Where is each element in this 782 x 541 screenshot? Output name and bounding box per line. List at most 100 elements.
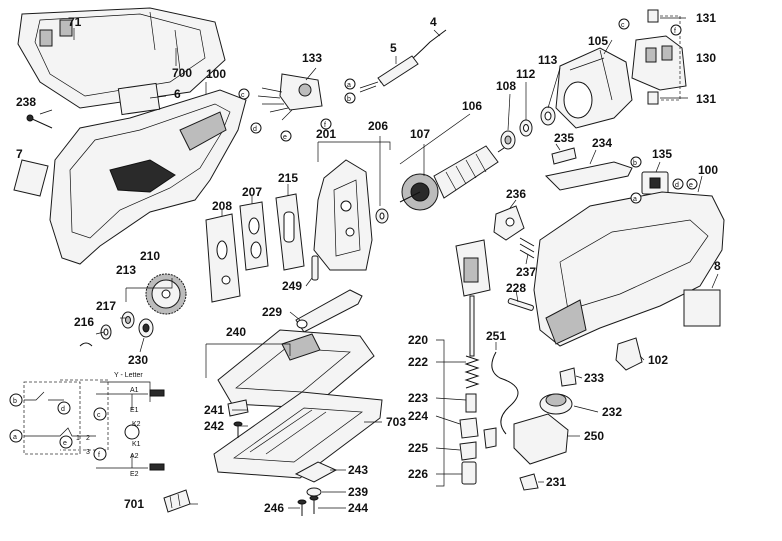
part-label-5: 5 xyxy=(390,41,397,55)
part-label-231: 231 xyxy=(546,475,566,489)
letter-d-switch135: d xyxy=(675,182,679,189)
bearing-108 xyxy=(500,130,516,150)
part-label-131b: 131 xyxy=(696,92,716,106)
label-plate-8 xyxy=(683,289,721,327)
wiring-n3: 3 xyxy=(86,449,90,456)
magnet-233 xyxy=(559,367,577,387)
part-label-240: 240 xyxy=(226,325,246,339)
plate-241 xyxy=(227,399,249,417)
washer-239 xyxy=(306,487,322,497)
letter-d-wiring: d xyxy=(61,406,65,413)
label-plate-6 xyxy=(117,82,161,116)
part-label-208: 208 xyxy=(212,199,232,213)
part-label-232: 232 xyxy=(602,405,622,419)
cover-250 xyxy=(513,413,569,465)
connection-letters: a b c d e f c f b d e a b d c a e f xyxy=(9,18,698,461)
letter-c-wiring: c xyxy=(97,412,101,419)
plunger-guide-220 xyxy=(455,239,491,357)
part-label-235: 235 xyxy=(554,131,574,145)
part-label-243: 243 xyxy=(348,463,368,477)
clip-231 xyxy=(519,473,539,491)
letter-e-wiring: e xyxy=(63,440,67,447)
wiring-diagram xyxy=(23,379,165,471)
part-label-207: 207 xyxy=(242,185,262,199)
washer-206 xyxy=(375,208,389,224)
wiring-k1: K1 xyxy=(132,441,141,448)
roller-236 xyxy=(493,205,525,241)
part-label-237: 237 xyxy=(516,265,536,279)
power-cable-4 xyxy=(359,29,447,93)
part-label-228: 228 xyxy=(506,281,526,295)
part-label-7: 7 xyxy=(16,147,23,161)
carbon-brush-131-bottom xyxy=(647,91,659,105)
part-label-71: 71 xyxy=(68,15,82,29)
letter-e-switch: e xyxy=(283,134,287,141)
part-label-249: 249 xyxy=(282,279,302,293)
sleeve-226 xyxy=(461,461,477,485)
part-label-225: 225 xyxy=(408,441,428,455)
callout-lines xyxy=(39,17,719,509)
splinter-guard-701 xyxy=(163,489,191,513)
part-label-230: 230 xyxy=(128,353,148,367)
dial-232 xyxy=(539,393,573,415)
part-label-241: 241 xyxy=(204,403,224,417)
washer-113 xyxy=(540,106,556,126)
part-label-246: 246 xyxy=(264,501,284,515)
part-label-223: 223 xyxy=(408,391,428,405)
part-label-239: 239 xyxy=(348,485,368,499)
housing-100-right xyxy=(533,191,725,347)
screw-223 xyxy=(465,393,477,413)
part-label-222: 222 xyxy=(408,355,428,369)
part-label-108: 108 xyxy=(496,79,516,93)
screw-244 xyxy=(309,495,319,514)
screw-246 xyxy=(297,499,307,516)
carrying-case-700 xyxy=(17,7,226,109)
part-label-135: 135 xyxy=(652,147,672,161)
part-label-6: 6 xyxy=(174,87,181,101)
wiring-labels: Y - Letter A1 E1 K2 K1 A2 E2 1 2 3 xyxy=(76,372,143,478)
screw-238 xyxy=(26,114,53,129)
part-label-700: 700 xyxy=(172,66,192,80)
part-label-224: 224 xyxy=(408,409,428,423)
switch-135 xyxy=(641,171,669,195)
part-label-105: 105 xyxy=(588,34,608,48)
washer-216 xyxy=(100,324,112,340)
knob-102 xyxy=(615,337,643,371)
plate-208 xyxy=(205,213,241,303)
part-label-210: 210 xyxy=(140,249,160,263)
wiring-a2: A2 xyxy=(130,453,139,460)
part-label-131a: 131 xyxy=(696,11,716,25)
part-label-100b: 100 xyxy=(698,163,718,177)
bearing-230 xyxy=(138,318,154,338)
part-label-4: 4 xyxy=(430,15,437,29)
part-label-113: 113 xyxy=(538,53,558,67)
clip-235 xyxy=(551,147,577,165)
wiring-k2: K2 xyxy=(132,421,141,428)
part-label-112: 112 xyxy=(516,67,536,81)
part-label-102: 102 xyxy=(648,353,668,367)
part-label-251: 251 xyxy=(486,329,506,343)
letter-b-cable: b xyxy=(347,96,351,103)
part-label-220: 220 xyxy=(408,333,428,347)
part-label-100a: 100 xyxy=(206,67,226,81)
gear-210 xyxy=(145,273,187,315)
letter-b-switch135: b xyxy=(633,160,637,167)
part-label-215: 215 xyxy=(278,171,298,185)
shoe-703 xyxy=(213,391,383,479)
part-label-703: 703 xyxy=(386,415,406,429)
pin-249 xyxy=(311,255,319,281)
part-label-206: 206 xyxy=(368,119,388,133)
base-plate-240 xyxy=(217,329,375,409)
part-label-213: 213 xyxy=(116,263,136,277)
gasket-207 xyxy=(239,201,269,271)
pin-237 xyxy=(519,237,535,259)
letter-e-switch135: e xyxy=(689,182,693,189)
spring-plate-234 xyxy=(544,161,633,191)
part-label-229: 229 xyxy=(262,305,282,319)
letter-a-wiring: a xyxy=(13,434,17,441)
clamp-224 xyxy=(459,417,479,439)
part-label-233: 233 xyxy=(584,371,604,385)
part-label-250: 250 xyxy=(584,429,604,443)
letter-a-switch135: a xyxy=(633,196,637,203)
